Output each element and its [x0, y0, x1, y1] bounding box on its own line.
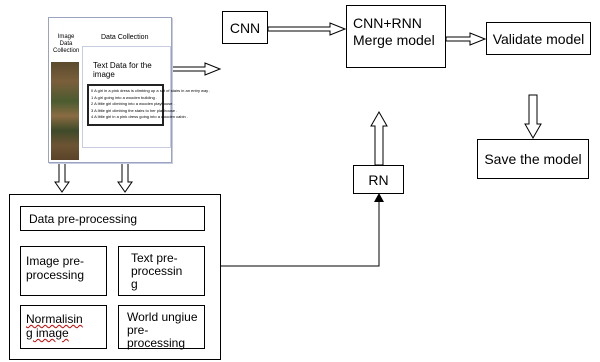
preprocessing-title-box: Data pre-processing — [20, 206, 205, 231]
text-data-card: Text Data for the image 0 A girl in a pi… — [82, 46, 211, 148]
word-unique-box: World ungiue pre- processing — [118, 305, 205, 350]
line-prep-to-rn — [221, 199, 380, 267]
text-line: 0 A girl in a pink dress is climbing up … — [91, 88, 211, 93]
text-data-box: 0 A girl in a pink dress is climbing up … — [87, 84, 211, 126]
preprocessing-title: Data pre-processing — [29, 212, 138, 226]
save-model-label: Save the model — [484, 151, 582, 167]
rn-label: RN — [368, 172, 389, 188]
validate-model-label: Validate model — [492, 31, 585, 47]
image-preprocessing-box: Image pre- processing — [20, 246, 107, 296]
text-preprocessing-box: Text pre- processin g — [118, 246, 205, 296]
save-model-node: Save the model — [477, 139, 589, 179]
text-line: 2 A little girl climbing into a wooden p… — [91, 101, 175, 106]
word-unique-label: World ungiue pre- processing — [127, 310, 198, 350]
photo-thumbnail — [51, 62, 79, 160]
arrow-merge-to-validate — [445, 32, 487, 46]
cnn-label: CNN — [229, 20, 261, 36]
arrow-panel-to-cnn — [171, 62, 222, 76]
image-collection-label: Image Data Collection — [53, 34, 80, 54]
text-line: 1 A girl going into a wooden building . — [91, 94, 158, 100]
image-preprocessing-label: Image pre- processing — [26, 254, 85, 282]
text-line: 3 A little girl climbing the stairs to h… — [91, 107, 178, 113]
arrow-panel-to-prep-1 — [54, 162, 70, 193]
text-data-heading: Text Data for the image — [93, 61, 152, 79]
normalise-image-box: Normalisin g image — [20, 305, 107, 349]
arrow-rn-to-merge — [370, 110, 388, 166]
arrowhead-rn — [374, 193, 384, 202]
validate-model-node: Validate model — [486, 22, 591, 55]
cnn-node: CNN — [222, 11, 268, 44]
arrow-panel-to-prep-2 — [117, 162, 133, 193]
dataset-panel: Image Data Collection Data Collection Te… — [48, 17, 211, 163]
merge-model-node: CNN+RNN Merge model — [346, 5, 446, 68]
text-preprocessing-label: Text pre- processin g — [131, 251, 183, 291]
merge-model-label: CNN+RNN Merge model — [353, 15, 435, 48]
text-line: 4 A little girl in a pink dress going in… — [91, 114, 188, 119]
preprocessing-container: Data pre-processing Image pre- processin… — [9, 194, 221, 360]
arrow-cnn-to-merge — [267, 22, 347, 36]
normalise-image-label: Normalisin g image — [26, 312, 83, 340]
rn-node: RN — [353, 165, 404, 194]
arrow-validate-to-save — [524, 94, 542, 140]
data-collection-title: Data Collection — [101, 34, 149, 41]
